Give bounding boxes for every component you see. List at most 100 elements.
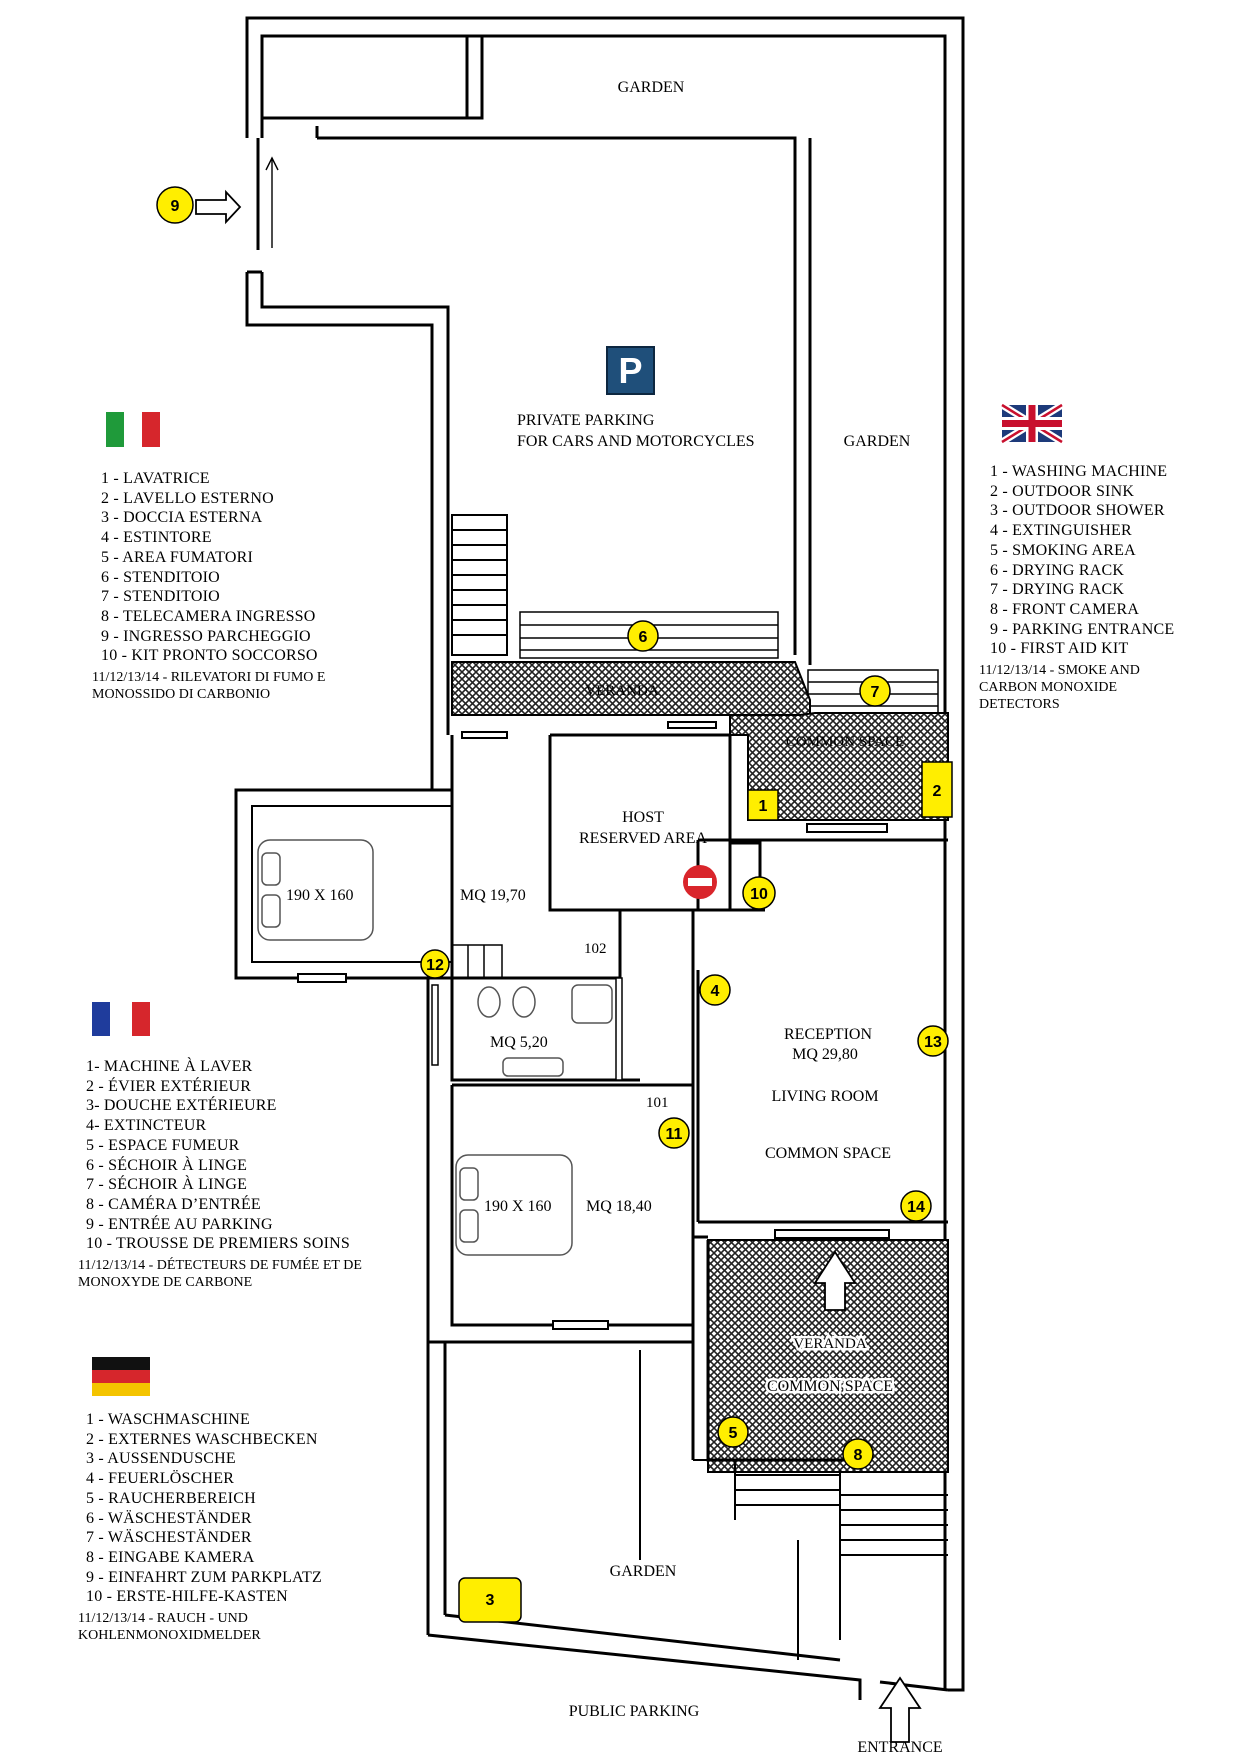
legend-en-item: 10 - FIRST AID KIT xyxy=(990,640,1129,658)
marker-13: 13 xyxy=(917,1025,949,1057)
parking-sign-letter: P xyxy=(618,350,642,391)
label-bed2: 190 X 160 xyxy=(484,1198,552,1215)
legend-it-item: 2 - LAVELLO ESTERNO xyxy=(101,489,274,507)
legend-it-item: 6 - STENDITOIO xyxy=(101,568,220,586)
marker-1: 1 xyxy=(747,789,779,821)
svg-text:2: 2 xyxy=(933,783,942,800)
svg-text:12: 12 xyxy=(426,957,444,974)
label-garden-top: GARDEN xyxy=(618,79,685,96)
legend-it-list: 1 - LAVATRICE 2 - LAVELLO ESTERNO 3 - DO… xyxy=(101,469,325,666)
marker-4: 4 xyxy=(699,974,731,1006)
parking-stairs xyxy=(451,514,508,656)
legend-it-note: 11/12/13/14 - RILEVATORI DI FUMO E MONOS… xyxy=(92,670,326,703)
legend-en-item: 4 - EXTINGUISHER xyxy=(990,522,1132,540)
marker-7: 7 xyxy=(859,675,891,707)
legend-fr-item: 10 - TROUSSE DE PREMIERS SOINS xyxy=(86,1235,350,1253)
corridor-walls xyxy=(428,910,695,1460)
legend-fr-item: 1- MACHINE À LAVER xyxy=(86,1058,253,1075)
svg-text:11: 11 xyxy=(666,1126,683,1143)
legend-en-item: 6 - DRYING RACK xyxy=(990,561,1125,579)
bedroom-1 xyxy=(234,735,454,980)
svg-text:14: 14 xyxy=(907,1199,925,1216)
legend-de-item: 8 - EINGABE KAMERA xyxy=(86,1548,255,1566)
label-garden-right: GARDEN xyxy=(844,433,911,450)
svg-text:6: 6 xyxy=(639,629,648,646)
marker-12: 12 xyxy=(420,949,450,979)
legend-fr-list: 1- MACHINE À LAVER 2 - ÉVIER EXTÉRIEUR 3… xyxy=(86,1057,362,1254)
legend-fr-item: 2 - ÉVIER EXTÉRIEUR xyxy=(86,1077,252,1095)
legend-de-item: 4 - FEUERLÖSCHER xyxy=(86,1470,235,1488)
legend-de-item: 5 - RAUCHERBEREICH xyxy=(86,1489,256,1507)
legend-italian: 1 - LAVATRICE 2 - LAVELLO ESTERNO 3 - DO… xyxy=(92,469,325,703)
svg-text:5: 5 xyxy=(729,1425,738,1442)
label-bath-size: MQ 5,20 xyxy=(490,1034,548,1051)
legend-en-item: 7 - DRYING RACK xyxy=(990,581,1125,599)
legend-french: 1- MACHINE À LAVER 2 - ÉVIER EXTÉRIEUR 3… xyxy=(78,1057,362,1291)
legend-de-item: 6 - WÄSCHESTÄNDER xyxy=(86,1509,252,1527)
legend-en-item: 8 - FRONT CAMERA xyxy=(990,600,1140,618)
label-veranda-bottom: VERANDA xyxy=(793,1336,866,1352)
legend-de-item: 3 - AUSSENDUSCHE xyxy=(86,1450,236,1468)
label-host-2: RESERVED AREA xyxy=(579,830,708,847)
legend-fr-item: 5 - ESPACE FUMEUR xyxy=(86,1136,240,1154)
legend-it-item: 10 - KIT PRONTO SOCCORSO xyxy=(101,647,318,665)
svg-text:8: 8 xyxy=(854,1447,863,1464)
entrance-stairs xyxy=(639,1350,948,1660)
legend-it-item: 1 - LAVATRICE xyxy=(101,470,210,487)
legend-fr-item: 8 - CAMÉRA D’ENTRÉE xyxy=(86,1195,261,1213)
no-entry-icon xyxy=(683,865,717,899)
label-living-room: LIVING ROOM xyxy=(771,1088,878,1105)
legend-german: 1 - WASCHMASCHINE 2 - EXTERNES WASCHBECK… xyxy=(78,1410,322,1644)
svg-text:4: 4 xyxy=(711,983,720,1000)
legend-fr-item: 9 - ENTRÉE AU PARKING xyxy=(86,1215,273,1233)
legend-english: 1 - WASHING MACHINE 2 - OUTDOOR SINK 3 -… xyxy=(979,462,1174,713)
legend-en-note: 11/12/13/14 - SMOKE AND CARBON MONOXIDE … xyxy=(979,663,1140,713)
marker-11: 11 xyxy=(658,1117,690,1149)
legend-de-item: 1 - WASCHMASCHINE xyxy=(86,1411,251,1428)
label-parking-1: PRIVATE PARKING xyxy=(517,412,655,429)
marker-10: 10 xyxy=(742,876,776,910)
svg-text:10: 10 xyxy=(750,886,768,903)
veranda-top xyxy=(451,661,811,716)
label-public-parking: PUBLIC PARKING xyxy=(569,1703,700,1720)
legend-fr-item: 4- EXTINCTEUR xyxy=(86,1117,207,1135)
marker-6: 6 xyxy=(627,620,659,652)
label-bed1: 190 X 160 xyxy=(286,887,354,904)
label-bedroom1-size: MQ 19,70 xyxy=(460,887,526,904)
marker-3: 3 xyxy=(458,1577,522,1623)
legend-de-item: 7 - WÄSCHESTÄNDER xyxy=(86,1529,252,1547)
legend-de-item: 2 - EXTERNES WASCHBECKEN xyxy=(86,1430,318,1448)
bed-2 xyxy=(455,1154,573,1256)
parking-sign-icon: P xyxy=(606,346,655,395)
svg-text:1: 1 xyxy=(759,798,768,815)
svg-text:9: 9 xyxy=(171,198,180,215)
bathroom xyxy=(431,977,623,1081)
label-reception-1: RECEPTION xyxy=(784,1026,872,1043)
legend-en-list: 1 - WASHING MACHINE 2 - OUTDOOR SINK 3 -… xyxy=(990,462,1174,659)
label-common-bottom: COMMON SPACE xyxy=(767,1378,893,1395)
france-flag-icon xyxy=(92,1002,150,1036)
legend-fr-item: 7 - SÉCHOIR À LINGE xyxy=(86,1176,248,1194)
legend-it-item: 3 - DOCCIA ESTERNA xyxy=(101,509,263,527)
label-reception-2: MQ 29,80 xyxy=(792,1046,858,1063)
legend-fr-item: 3- DOUCHE EXTÉRIEURE xyxy=(86,1097,277,1115)
label-veranda-top: VERANDA xyxy=(585,683,658,699)
marker-9: 9 xyxy=(156,186,194,224)
legend-en-item: 5 - SMOKING AREA xyxy=(990,541,1136,559)
legend-it-item: 7 - STENDITOIO xyxy=(101,588,220,606)
marker-5: 5 xyxy=(717,1416,749,1448)
legend-de-item: 10 - ERSTE-HILFE-KASTEN xyxy=(86,1588,288,1606)
arrow-icon xyxy=(195,156,922,1743)
label-door-102: 102 xyxy=(584,941,607,957)
label-parking-2: FOR CARS AND MOTORCYCLES xyxy=(517,433,755,450)
svg-text:7: 7 xyxy=(871,684,880,701)
marker-8: 8 xyxy=(842,1438,874,1470)
germany-flag-icon xyxy=(92,1357,150,1396)
legend-it-item: 5 - AREA FUMATORI xyxy=(101,548,254,566)
legend-fr-note: 11/12/13/14 - DÉTECTEURS DE FUMÉE ET DE … xyxy=(78,1258,362,1291)
label-common-living: COMMON SPACE xyxy=(765,1145,891,1162)
legend-de-item: 9 - EINFAHRT ZUM PARKPLATZ xyxy=(86,1568,322,1586)
svg-text:3: 3 xyxy=(486,1592,495,1609)
legend-de-note: 11/12/13/14 - RAUCH - UND KOHLENMONOXIDM… xyxy=(78,1611,261,1644)
